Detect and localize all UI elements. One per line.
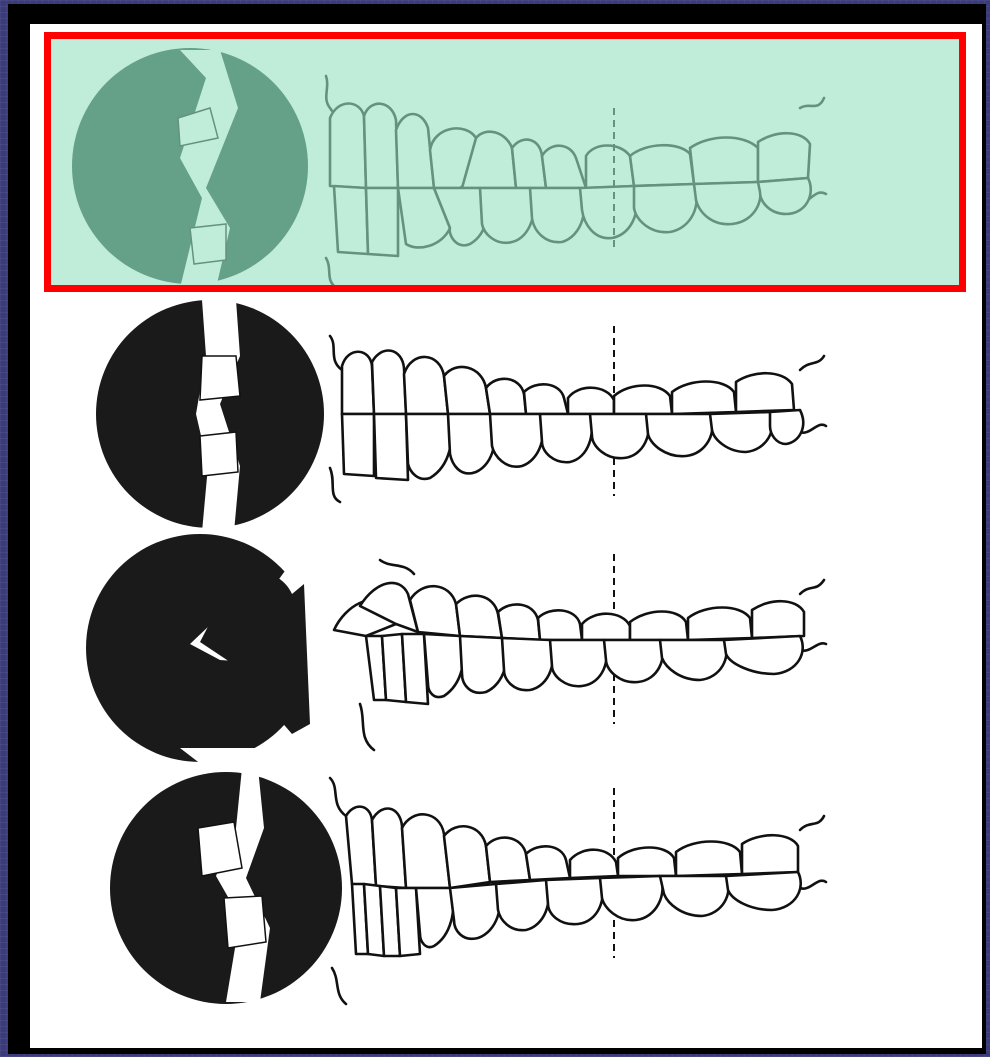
upper-gum-right — [800, 356, 824, 370]
bite-diagram-1-drawing — [30, 38, 982, 288]
upper-gum-left — [330, 336, 342, 370]
figure-sheet — [30, 24, 982, 1048]
lower-gum-left — [360, 704, 374, 750]
upper-gum-right — [800, 816, 824, 830]
bite-diagram-4-drawing — [30, 758, 982, 1008]
upper-teeth — [342, 351, 794, 414]
upper-teeth — [330, 104, 810, 189]
lower-gum-right — [800, 881, 826, 889]
lower-gum-left — [326, 258, 334, 286]
upper-teeth — [334, 583, 804, 640]
lower-teeth — [342, 410, 803, 480]
upper-gum-left — [380, 560, 414, 574]
upper-gum-right — [800, 580, 824, 594]
bite-diagram-3 — [30, 524, 982, 774]
lower-gum-left — [332, 968, 346, 1004]
slide-frame — [8, 4, 986, 1054]
bite-diagram-2-drawing — [30, 296, 982, 546]
bite-diagram-2 — [30, 296, 982, 546]
lower-teeth — [334, 178, 811, 256]
bite-diagram-4 — [30, 758, 982, 1008]
lower-teeth — [366, 634, 803, 704]
upper-gum-right — [800, 98, 824, 108]
bite-diagram-3-drawing — [30, 524, 982, 774]
upper-gum-left — [330, 778, 346, 816]
bite-diagram-1 — [30, 38, 982, 288]
lower-gum-left — [330, 468, 340, 502]
